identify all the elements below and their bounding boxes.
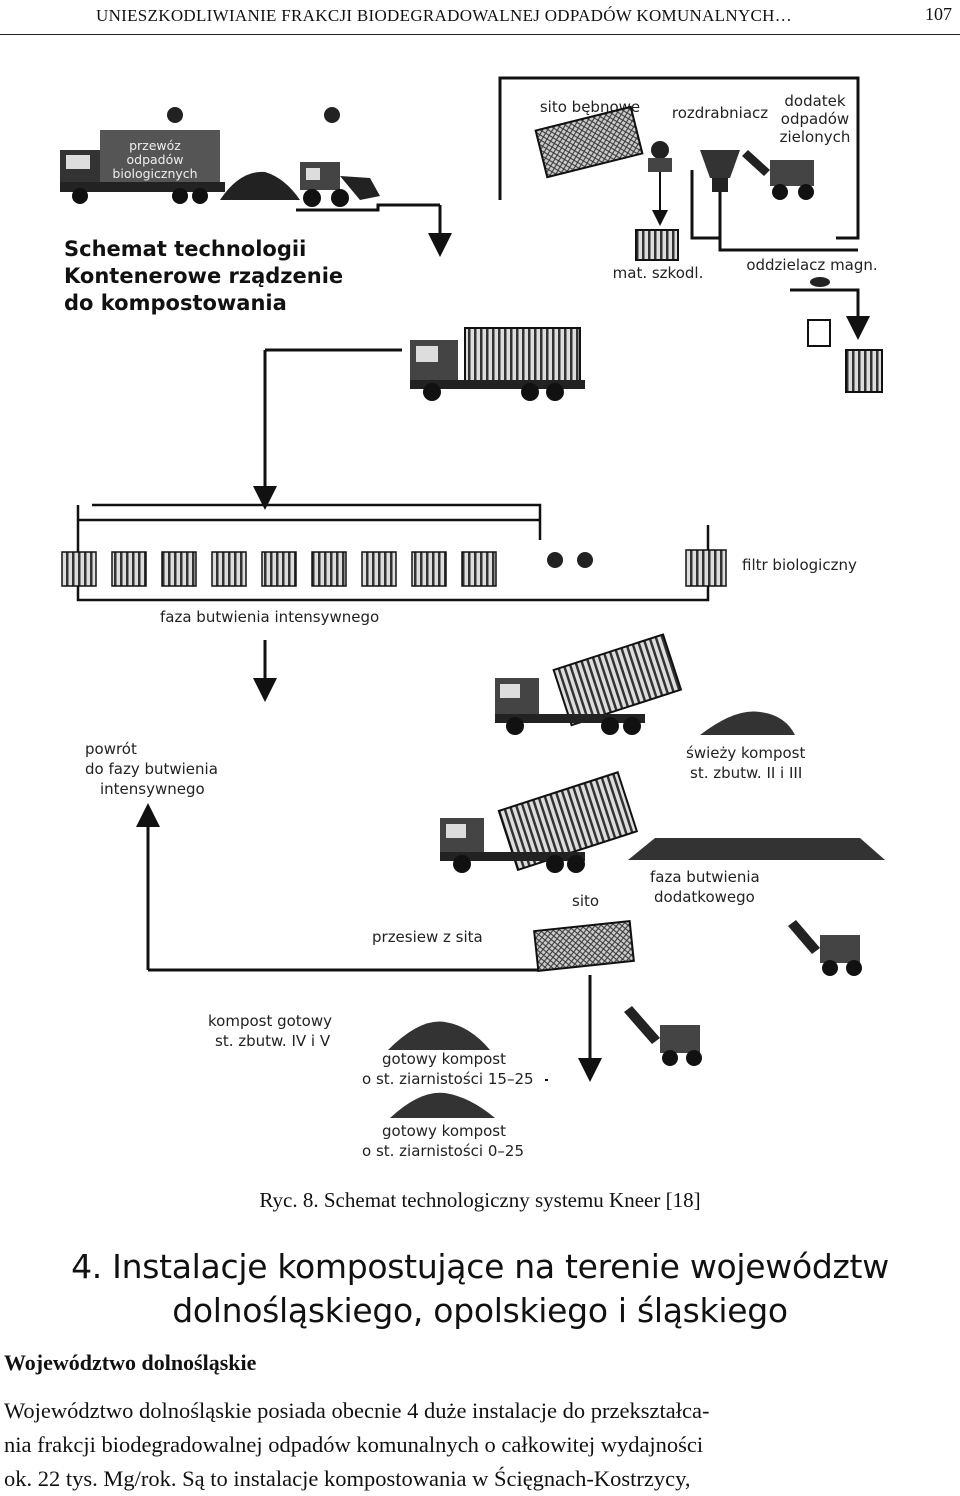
compost-heap-icon [700, 711, 795, 735]
body-line: Województwo dolnośląskie posiada obecnie… [4, 1398, 710, 1423]
windrow-icon [628, 838, 885, 860]
body-paragraph: Województwo dolnośląskie posiada obecnie… [4, 1394, 954, 1496]
fine-compost-label-line: o st. ziarnistości 0–25 [362, 1142, 524, 1160]
coarse-compost-label-line: gotowy kompost [382, 1050, 506, 1068]
body-line: nia frakcji biodegradowalnej odpadów kom… [4, 1432, 704, 1457]
diagram-title-line: do kompostowania [64, 291, 287, 315]
running-header: UNIESZKODLIWIANIE FRAKCJI BIODEGRADOWALN… [0, 0, 960, 35]
biofilter-label: filtr biologiczny [742, 556, 857, 574]
biofilter-icon [685, 549, 727, 587]
truck-label-line: odpadów [127, 152, 184, 167]
fan-icon [577, 552, 593, 568]
wheel-loader-icon [788, 920, 862, 976]
mixer-hopper-icon [700, 150, 740, 192]
compost-heap-icon [388, 1021, 490, 1050]
fan-icon [324, 107, 340, 123]
compost-heap-icon [390, 1092, 495, 1118]
diagram-title-line: Kontenerowe rządzenie [64, 264, 343, 288]
flow-arrow [790, 288, 870, 340]
intensive-phase-label: faza butwienia intensywnego [160, 608, 379, 626]
ready-compost-label-line: kompost gotowy [208, 1012, 332, 1030]
truck-label-line: przewóz [129, 138, 181, 153]
shredder-label: rozdrabniacz [672, 104, 768, 122]
figure-caption: Ryc. 8. Schemat technologiczny systemu K… [259, 1188, 701, 1212]
ready-compost-label-line: st. zbutw. IV i V [215, 1032, 331, 1050]
coarse-compost-label-line: o st. ziarnistości 15–25 [362, 1070, 534, 1088]
scrap-bucket-icon [807, 319, 831, 347]
page-number: 107 [925, 4, 952, 24]
impurities-label: mat. szkodl. [613, 264, 704, 282]
waste-heap-icon [220, 171, 300, 200]
green-waste-label-line: odpadów [781, 110, 849, 128]
container-truck-icon [410, 327, 585, 401]
tipper-truck-icon [440, 771, 639, 873]
fresh-compost-label-line: świeży kompost [686, 744, 805, 762]
subsection-heading: Województwo dolnośląskie [4, 1350, 257, 1375]
section-heading: 4. Instalacje kompostujące na terenie wo… [0, 1245, 960, 1333]
return-label-line: powrót [85, 740, 137, 758]
delivery-truck-icon [60, 130, 225, 204]
wheel-loader-icon [300, 162, 380, 207]
drum-screen-icon [533, 919, 635, 973]
truck-label-line: biologicznych [112, 166, 197, 181]
fine-compost-label-line: gotowy kompost [382, 1122, 506, 1140]
section-heading-line: dolnośląskiego, opolskiego i śląskiego [172, 1291, 788, 1330]
wheel-loader-icon [742, 150, 814, 200]
return-label-line: intensywnego [100, 780, 205, 798]
return-label-line: do fazy butwienia [85, 760, 218, 778]
magnetic-separator-label: oddzielacz magn. [746, 256, 877, 274]
collection-container-icon [845, 349, 883, 393]
section-heading-line: 4. Instalacje kompostujące na terenie wo… [71, 1247, 889, 1286]
composting-container-row [61, 551, 497, 587]
running-title: UNIESZKODLIWIANIE FRAKCJI BIODEGRADOWALN… [96, 6, 793, 25]
body-line: ok. 22 tys. Mg/rok. Są to instalacje kom… [4, 1466, 691, 1491]
flow-line [690, 170, 720, 240]
flow-line [718, 192, 858, 252]
screen-label: sito [572, 892, 599, 910]
diagram-title-line: Schemat technologii [64, 237, 306, 261]
additional-phase-label-line: faza butwienia [650, 868, 760, 886]
magnet-icon [810, 277, 830, 287]
screen-overflow-label: przesiew z sita [372, 928, 483, 946]
fresh-compost-label-line: st. zbutw. II i III [690, 764, 802, 782]
drum-screen-icon [534, 105, 644, 179]
container-bin-icon [635, 229, 679, 261]
additional-phase-label-line: dodatkowego [654, 888, 755, 906]
flow-line [296, 203, 440, 212]
green-waste-label-line: zielonych [780, 128, 851, 146]
green-waste-label-line: dodatek [784, 92, 846, 110]
tipper-truck-icon [495, 633, 683, 735]
technology-diagram: przewóz odpadów biologicznych sito bębno… [60, 76, 885, 1160]
fan-icon [547, 552, 563, 568]
flow-line [498, 76, 860, 240]
wheel-loader-icon [624, 1006, 702, 1066]
fan-icon [167, 107, 183, 123]
shredder-icon [648, 141, 672, 172]
